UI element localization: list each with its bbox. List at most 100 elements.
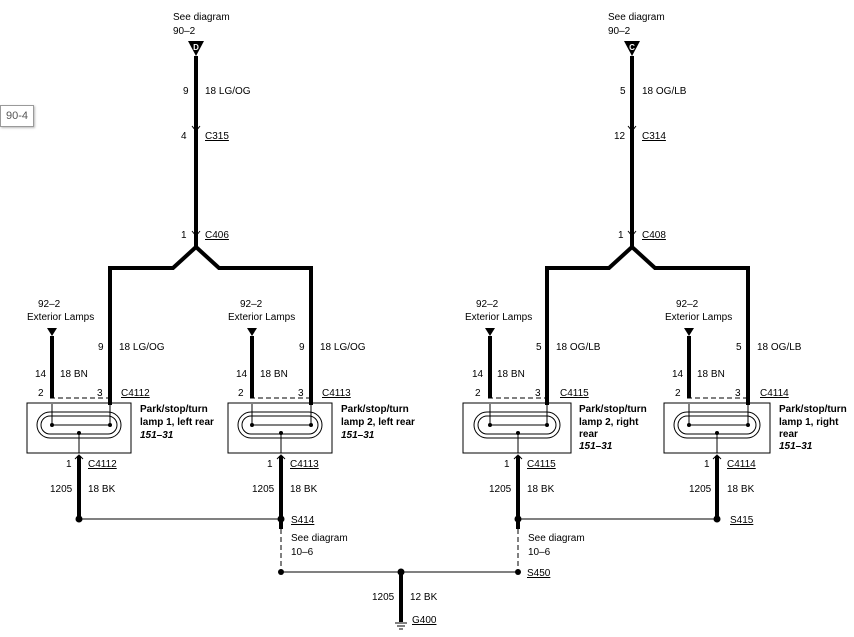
left-c315-connector: C315: [205, 131, 229, 142]
lamp1-src-arrow-icon: [47, 328, 57, 336]
lamp1-ref: 151–31: [140, 430, 174, 441]
lamp4-pin2: 2: [675, 388, 681, 399]
lamp1-filament-dot: [108, 423, 112, 427]
left-see-diagram-label: See diagram: [173, 12, 230, 23]
lamp3-src-arrow-icon: [485, 328, 495, 336]
lamp2-bn-circuit: 14: [236, 369, 248, 380]
lamp3-name-line1: Park/stop/turn: [579, 404, 647, 415]
lamp1-pin3: 3: [97, 388, 103, 399]
lamp1-bn-wire-label: 18 BN: [60, 369, 88, 380]
lamp2-src-ref: 92–2: [240, 299, 263, 310]
lamp4-gnd-wire-label: 18 BK: [727, 484, 755, 495]
lamp4-name-line2: lamp 1, right: [779, 417, 839, 428]
lamp4-gnd-pin: 1: [704, 459, 710, 470]
right-split-wire: [545, 244, 750, 405]
left-c315-chevron-icon: [191, 125, 201, 132]
lamp1-name-line2: lamp 1, left rear: [140, 417, 214, 428]
lamp2-filament-dot: [309, 423, 313, 427]
right-feed-ref: 90–2: [608, 26, 631, 37]
lamp1-src-label: Exterior Lamps: [27, 312, 94, 323]
lamp3-gnd-connector: C4115: [527, 459, 556, 470]
lamp2-pin2: 2: [238, 388, 244, 399]
lamp4-filament-dot: [746, 423, 750, 427]
lamp3-filament-dot: [488, 423, 492, 427]
lamp4-name-line3: rear: [779, 429, 798, 440]
lamp2-name-line2: lamp 2, left rear: [341, 417, 415, 428]
lamp-2-left-rear: 92–2 Exterior Lamps 14 18 BN 9 18 LG/OG …: [227, 299, 415, 523]
lamp3-bulb-outer: [473, 411, 561, 439]
lamp2-ref: 151–31: [341, 430, 375, 441]
left-feed-circuit: 9: [183, 86, 189, 97]
lamp3-filament-dot: [545, 423, 549, 427]
lamp3-pin2: 2: [475, 388, 481, 399]
lamp-1-left-rear: 92–2 Exterior Lamps 14 18 BN 9 18 LG/OG …: [26, 299, 214, 523]
lamp3-housing: [462, 402, 572, 454]
right-see-diagram-label: See diagram: [608, 12, 665, 23]
lamp4-gnd-chevron-icon: [712, 454, 722, 460]
lamp4-src-arrow-icon: [684, 328, 694, 336]
lamp3-name-line2: lamp 2, right: [579, 417, 639, 428]
lamp2-connector: C4113: [322, 388, 351, 399]
lamp4-filament: [688, 404, 749, 426]
lamp4-ref: 151–31: [779, 441, 813, 452]
right-c408-chevron-icon: [627, 230, 637, 237]
lamp3-src-label: Exterior Lamps: [465, 312, 532, 323]
ground-g400: G400: [412, 615, 437, 626]
lamp1-filament: [51, 404, 111, 426]
splice-s450: S450: [527, 568, 551, 579]
lamp3-filament: [489, 404, 548, 426]
lamp2-filament: [251, 404, 312, 426]
lamp1-feed-circuit: 9: [98, 342, 104, 353]
lamp4-connector: C4114: [760, 388, 789, 399]
left-feed-letter: D: [193, 43, 199, 52]
lamp4-src-label: Exterior Lamps: [665, 312, 732, 323]
lamp1-filament-dot: [50, 423, 54, 427]
left-c315-pin: 4: [181, 131, 187, 142]
lamp3-src-ref: 92–2: [476, 299, 499, 310]
lamp2-bulb-outer: [237, 411, 323, 439]
lamp2-feed-wire: 18 LG/OG: [320, 342, 366, 353]
splice-s414: S414: [291, 515, 315, 526]
lamp3-gnd-chevron-icon: [513, 454, 523, 460]
right-feed-circuit: 5: [620, 86, 626, 97]
lamp4-filament-dot: [687, 423, 691, 427]
lamp4-name-line1: Park/stop/turn: [779, 404, 847, 415]
lamp4-gnd-circuit: 1205: [689, 484, 712, 495]
lamp3-gnd-wire-label: 18 BK: [527, 484, 555, 495]
lamp4-gnd-connector: C4114: [727, 459, 756, 470]
lamp2-housing: [227, 402, 333, 454]
lamp4-src-ref: 92–2: [676, 299, 699, 310]
lamp4-feed-wire: 18 OG/LB: [757, 342, 802, 353]
lamp4-bn-wire-label: 18 BN: [697, 369, 725, 380]
left-see-diagram-label-2: See diagram: [291, 533, 348, 544]
lamp2-feed-circuit: 9: [299, 342, 305, 353]
lamp3-bn-wire-label: 18 BN: [497, 369, 525, 380]
lamp3-gnd-circuit: 1205: [489, 484, 512, 495]
lamp2-bn-wire-label: 18 BN: [260, 369, 288, 380]
lamp2-gnd-pin: 1: [267, 459, 273, 470]
lamp3-name-line3: rear: [579, 429, 598, 440]
left-c406-chevron-icon: [191, 230, 201, 237]
lamp4-bn-circuit: 14: [672, 369, 684, 380]
lamp3-pin3: 3: [535, 388, 541, 399]
lamp1-gnd-pin: 1: [66, 459, 72, 470]
left-feed-ref: 90–2: [173, 26, 196, 37]
page-reference-tab[interactable]: 90-4: [0, 105, 34, 127]
lamp2-filament-dot: [250, 423, 254, 427]
lamp-2-right-rear: 92–2 Exterior Lamps 14 18 BN 5 18 OG/LB …: [462, 299, 647, 523]
lamp1-gnd-wire-label: 18 BK: [88, 484, 116, 495]
right-see-diagram-label-2: See diagram: [528, 533, 585, 544]
lamp-1-right-rear: 92–2 Exterior Lamps 14 18 BN 5 18 OG/LB …: [663, 299, 847, 523]
lamp2-gnd-circuit: 1205: [252, 484, 275, 495]
left-c406-pin: 1: [181, 230, 187, 241]
lamp3-gnd-pin: 1: [504, 459, 510, 470]
lamp1-src-ref: 92–2: [38, 299, 61, 310]
g400-circuit: 1205: [372, 592, 395, 603]
lamp2-gnd-chevron-icon: [276, 454, 286, 460]
left-see-ref-2: 10–6: [291, 547, 314, 558]
left-split-wire: [108, 244, 313, 405]
lamp1-connector: C4112: [121, 388, 150, 399]
lamp2-pin3: 3: [298, 388, 304, 399]
lamp1-gnd-chevron-icon: [74, 454, 84, 460]
